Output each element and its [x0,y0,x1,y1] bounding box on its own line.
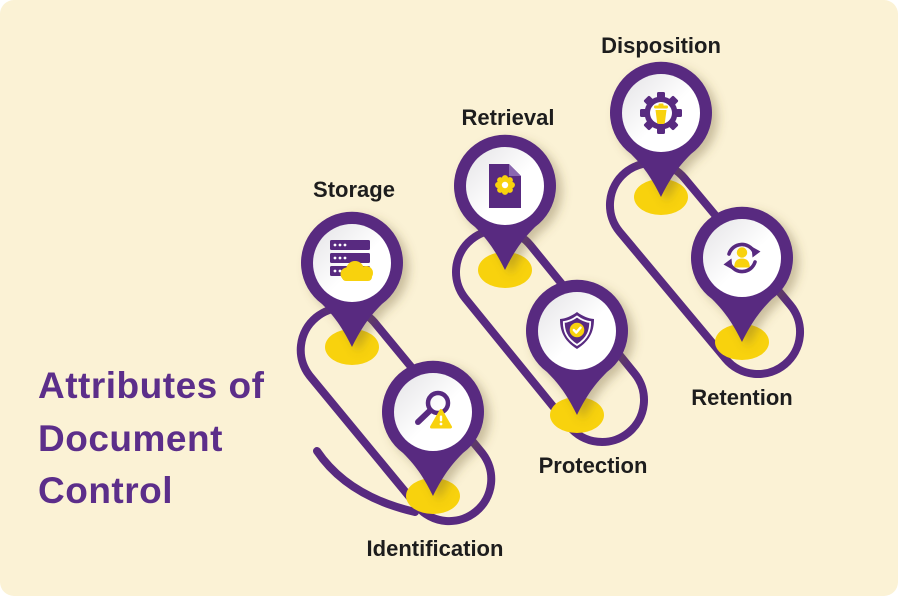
road-tail [313,447,419,516]
pin-retention [691,206,793,342]
document-gear-icon [489,164,521,208]
magnifier-warning-icon [415,390,452,429]
label-retention: Retention [691,385,792,410]
pin-disposition [610,61,712,197]
label-identification: Identification [367,536,504,561]
road-segment-disposition-retention [606,158,804,379]
pin-identification [382,360,484,496]
pin-protection [526,279,628,415]
road-segment-retrieval-protection [452,225,648,447]
page-title: Attributes of Document Control [38,365,265,512]
label-protection: Protection [539,453,648,478]
person-sync-icon [723,242,761,274]
pin-storage [301,211,403,347]
label-disposition: Disposition [601,33,721,58]
gear-trash-icon [640,92,682,134]
road-network [296,158,804,526]
road-segment-storage-identification [296,303,496,526]
label-retrieval: Retrieval [462,105,555,130]
shield-check-icon [560,312,594,349]
label-storage: Storage [313,177,395,202]
pin-retrieval [454,134,556,270]
server-cloud-icon [330,240,373,281]
